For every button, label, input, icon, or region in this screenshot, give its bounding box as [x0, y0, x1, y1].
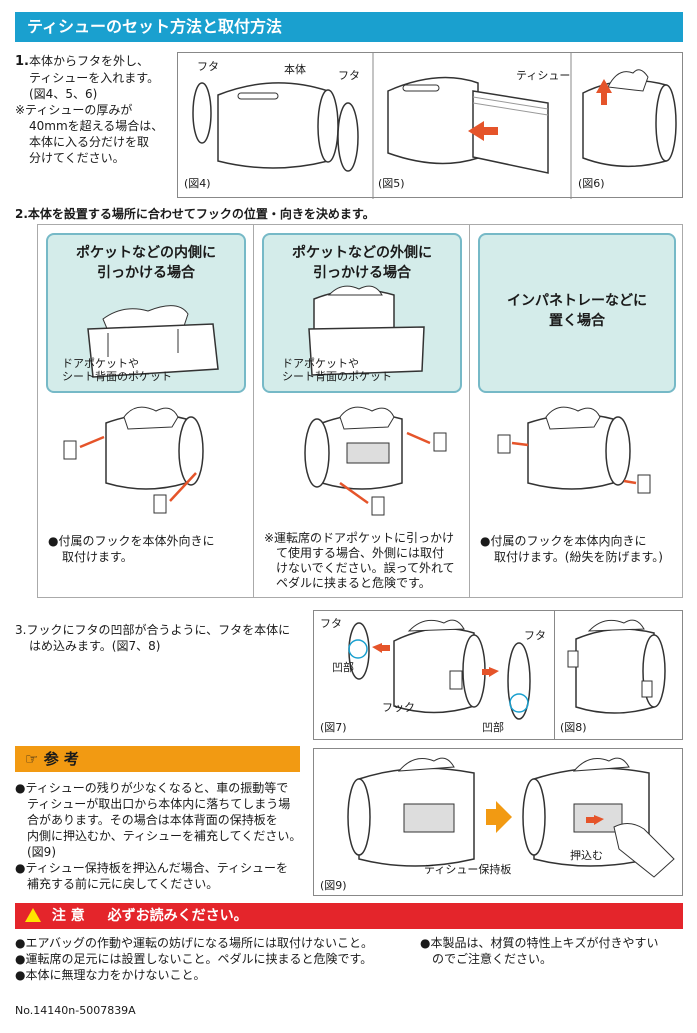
- case-inside-desc2: 取付けます。: [62, 550, 133, 564]
- case-inside-card: ポケットなどの内側に 引っかける場合 ドアポケットや シート背面のポケット: [46, 233, 246, 393]
- case-outside-pocket-label: ドアポケットや シート背面のポケット: [282, 357, 392, 383]
- reference-title: 参 考: [43, 750, 79, 768]
- fig4-lid-left-label: フタ: [197, 60, 219, 73]
- case-outside-card: ポケットなどの外側に 引っかける場合 ドアポケットや シート背面のポケット: [262, 233, 462, 393]
- figure-4-5-6-panel: フタ 本体 フタ ティシュー (図4) (図5) (図6): [177, 52, 683, 199]
- fig8-caption: (図8): [560, 721, 587, 734]
- step1-note4: 分けてください。: [29, 151, 125, 165]
- warning-left-1: ●エアバッグの作動や運転の妨げになる場所には取付けないこと。: [15, 936, 373, 950]
- reference-list: ●ティシューの残りが少なくなると、車の振動等で ティシューが取出口から本体内に落…: [15, 780, 307, 892]
- step1-line2: ティシューを入れます。: [29, 71, 160, 85]
- fig4-lid-right-label: フタ: [338, 69, 360, 82]
- figure-7-8-panel: フタ 凹部 フック フタ 凹部 (図7) (図8): [313, 610, 683, 740]
- step1-number: 1.: [15, 54, 29, 69]
- fig7-lid-left-label: フタ: [320, 617, 342, 630]
- warning-left-list: ●エアバッグの作動や運転の妨げになる場所には取付けないこと。 ●運転席の足元には…: [15, 935, 415, 983]
- warning-title: 注 意: [51, 908, 85, 924]
- case-outside-desc2: て使用する場合、外側には取付: [276, 546, 445, 560]
- fig7-dent-left-label: 凹部: [332, 661, 354, 674]
- step1-note1: ※ティシューの厚みが: [15, 103, 133, 117]
- case-outside-desc: ※運転席のドアポケットに引っかけ て使用する場合、外側には取付 けないでください…: [264, 531, 455, 591]
- case-inside-pocket1: ドアポケットや: [62, 357, 139, 370]
- divider: [469, 225, 470, 597]
- case-outside-desc3: けないでください。誤って外れて: [276, 561, 455, 575]
- warning-left-3: ●本体に無理な力をかけないこと。: [15, 968, 206, 982]
- case-panel-title1: インパネトレーなどに: [507, 293, 647, 309]
- figure-9-illustration: [347, 757, 675, 878]
- fig6-caption: (図6): [578, 177, 605, 190]
- reference-b1-3: 合があります。その場合は本体背面の保持板を: [27, 813, 278, 827]
- pocket-inside-illustration: [87, 305, 219, 378]
- reference-b2-1: ●ティシュー保持板を押込んだ場合、ティシューを: [15, 861, 289, 875]
- reference-b1-4: 内側に押込むか、ティシューを補充してください。: [27, 829, 302, 843]
- case-panel-title2: 置く場合: [549, 313, 605, 329]
- case-inside-hook-illustration: [63, 406, 204, 514]
- warning-triangle-icon: [25, 908, 41, 922]
- case-outside-pocket1: ドアポケットや: [282, 357, 359, 370]
- case-inside-pocket2: シート背面のポケット: [62, 370, 172, 383]
- fig5-caption: (図5): [378, 177, 405, 190]
- step1-line3: (図4、5、6): [29, 87, 98, 101]
- step3-line1: 3.フックにフタの凹部が合うように、フタを本体に: [15, 623, 291, 637]
- divider: [253, 225, 254, 597]
- step2-text: 2.本体を設置する場所に合わせてフックの位置・向きを決めます。: [15, 207, 375, 221]
- step3-line2: はめ込みます。(図7、8): [29, 639, 161, 653]
- warning-subtitle: 必ずお読みください。: [107, 908, 248, 924]
- fig9-push-label: 押込む: [570, 849, 603, 862]
- figure-4-5-6-illustration: [192, 53, 677, 199]
- step3-text: 3.フックにフタの凹部が合うように、フタを本体に はめ込みます。(図7、8): [15, 622, 290, 654]
- step2-panel: ポケットなどの内側に 引っかける場合 ドアポケットや シート背面のポケット ●付…: [37, 224, 683, 598]
- fig7-lid-right-label: フタ: [524, 629, 546, 642]
- case-panel-desc2: 取付けます。(紛失を防げます。): [494, 550, 663, 564]
- case-outside-desc1: ※運転席のドアポケットに引っかけ: [264, 531, 455, 545]
- case-inside-pocket-label: ドアポケットや シート背面のポケット: [62, 357, 172, 383]
- pointing-hand-icon: ☞: [25, 750, 39, 768]
- warning-header: 注 意 必ずお読みください。: [15, 903, 683, 929]
- reference-header: ☞ 参 考: [15, 746, 300, 772]
- case-outside-title1: ポケットなどの外側に: [292, 245, 432, 261]
- step1-text: 1.本体からフタを外し、 ティシューを入れます。 (図4、5、6) ※ティシュー…: [15, 53, 175, 166]
- case-inside-desc: ●付属のフックを本体外向きに 取付けます。: [48, 533, 214, 565]
- case-panel-card: インパネトレーなどに 置く場合: [478, 233, 676, 393]
- warning-left-2: ●運転席の足元には設置しないこと。ペダルに挟まると危険です。: [15, 952, 373, 966]
- case-inside-title2: 引っかける場合: [97, 265, 195, 281]
- reference-b2-2: 補充する前に元に戻してください。: [27, 877, 219, 891]
- warning-right-list: ●本製品は、材質の特性上キズが付きやすい のでご注意ください。: [420, 935, 682, 967]
- case-outside-pocket2: シート背面のポケット: [282, 370, 392, 383]
- fig4-body-label: 本体: [284, 63, 306, 76]
- case-panel-desc: ●付属のフックを本体内向きに 取付けます。(紛失を防げます。): [480, 533, 663, 565]
- case-panel-hook-illustration: [497, 406, 651, 494]
- case-inside-title1: ポケットなどの内側に: [76, 245, 216, 261]
- case-panel-desc1: ●付属のフックを本体内向きに: [480, 534, 647, 548]
- figure-9-panel: ティシュー保持板 押込む (図9): [313, 748, 683, 896]
- case-outside-desc4: ペダルに挟まると危険です。: [276, 576, 431, 590]
- fig9-caption: (図9): [320, 879, 347, 892]
- step1-line1: 本体からフタを外し、: [28, 54, 149, 68]
- divider: [554, 611, 555, 739]
- figure-7-8-illustration: [348, 619, 666, 720]
- reference-b1-5: (図9): [27, 845, 56, 859]
- fig7-hook-label: フック: [382, 701, 415, 714]
- fig4-caption: (図4): [184, 177, 211, 190]
- step1-note2: 40mmを超える場合は、: [29, 119, 164, 133]
- fig9-plate-label: ティシュー保持板: [424, 863, 512, 876]
- case-inside-desc1: ●付属のフックを本体外向きに: [48, 534, 215, 548]
- page-title: ティシューのセット方法と取付方法: [15, 12, 683, 42]
- reference-b1-1: ●ティシューの残りが少なくなると、車の振動等で: [15, 781, 289, 795]
- footer-code: No.14140n-5007839A: [15, 1004, 136, 1017]
- fig7-dent-right-label: 凹部: [482, 721, 504, 734]
- warning-right-1: ●本製品は、材質の特性上キズが付きやすい: [420, 936, 659, 950]
- reference-b1-2: ティシューが取出口から本体内に落ちてしまう場: [27, 797, 291, 811]
- case-outside-title2: 引っかける場合: [313, 265, 411, 281]
- fig5-tissue-label: ティシュー: [516, 69, 571, 82]
- case-outside-hook-illustration: [304, 406, 447, 516]
- fig7-caption: (図7): [320, 721, 347, 734]
- pocket-outside-illustration: [308, 285, 425, 376]
- warning-right-2: のでご注意ください。: [432, 952, 553, 966]
- step1-note3: 本体に入る分だけを取: [29, 135, 150, 149]
